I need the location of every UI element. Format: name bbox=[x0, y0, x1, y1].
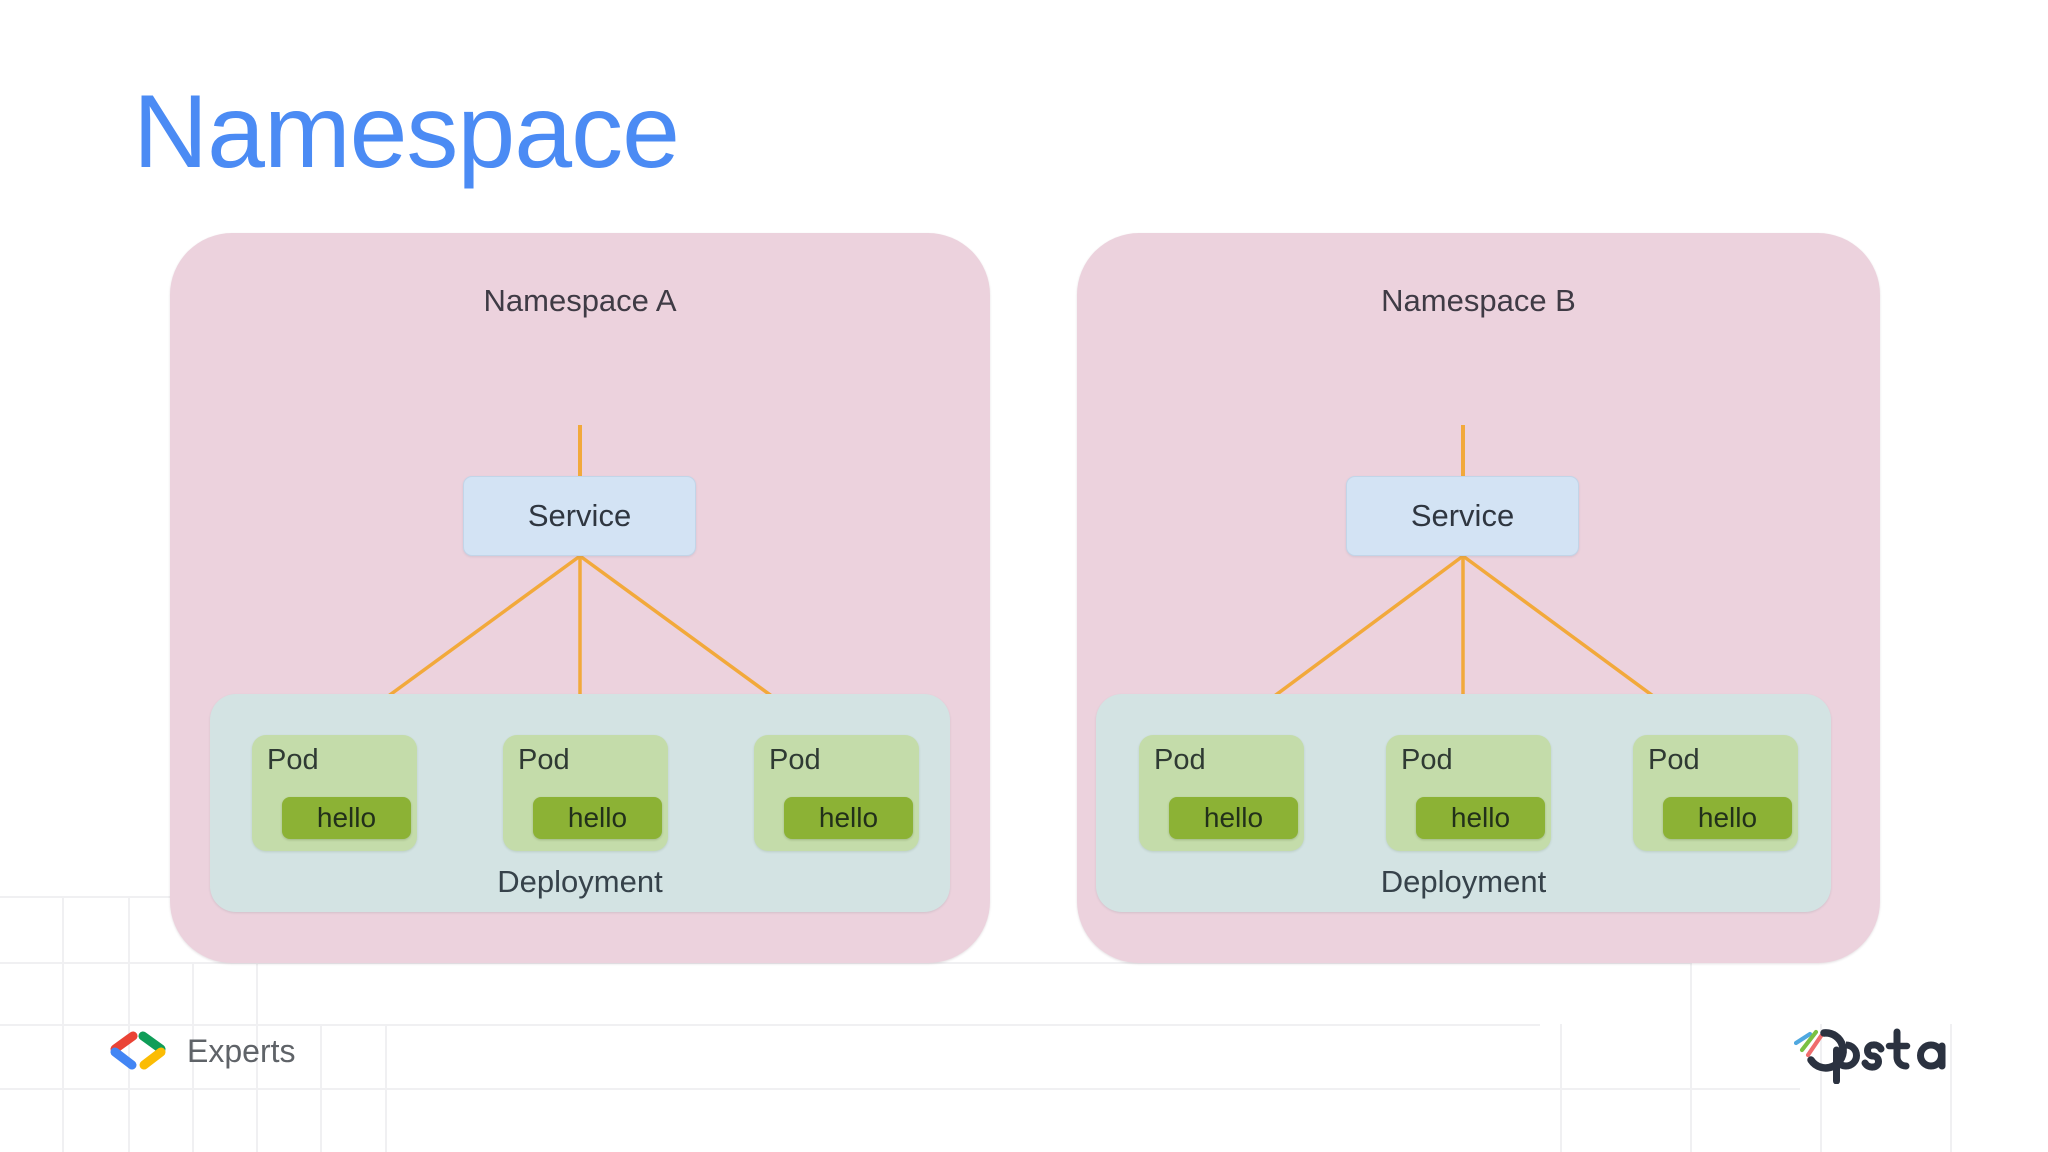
service-box-a[interactable]: Service bbox=[463, 476, 696, 556]
pod-box[interactable]: Pod hello bbox=[1633, 735, 1798, 851]
experts-label: Experts bbox=[187, 1032, 296, 1069]
pod-box[interactable]: Pod hello bbox=[1139, 735, 1304, 851]
opsta-logo bbox=[1794, 1024, 1976, 1084]
pod-container-label: hello bbox=[567, 802, 628, 833]
page-title: Namespace bbox=[133, 74, 680, 190]
pod-container-label: hello bbox=[316, 802, 377, 833]
pod-box[interactable]: Pod hello bbox=[503, 735, 668, 851]
pod-container-badge[interactable]: hello bbox=[1416, 797, 1545, 839]
pod-container-badge[interactable]: hello bbox=[1169, 797, 1298, 839]
pod-label: Pod bbox=[1648, 744, 1700, 776]
namespace-b-label: Namespace B bbox=[1381, 283, 1576, 318]
google-developers-experts-chevrons-icon bbox=[110, 1031, 166, 1070]
pod-label: Pod bbox=[1154, 744, 1206, 776]
pod-container-badge[interactable]: hello bbox=[282, 797, 411, 839]
google-developers-experts-logo: Experts bbox=[105, 1030, 295, 1072]
pod-label: Pod bbox=[1401, 744, 1453, 776]
pod-container-label: hello bbox=[1450, 802, 1511, 833]
service-box-b[interactable]: Service bbox=[1346, 476, 1579, 556]
service-label: Service bbox=[1410, 498, 1515, 533]
pod-label: Pod bbox=[769, 744, 821, 776]
pod-box[interactable]: Pod hello bbox=[754, 735, 919, 851]
pod-container-badge[interactable]: hello bbox=[1663, 797, 1792, 839]
pod-container-badge[interactable]: hello bbox=[533, 797, 662, 839]
opsta-logo-icon bbox=[1794, 1028, 1946, 1084]
pod-container-label: hello bbox=[1697, 802, 1758, 833]
pod-label: Pod bbox=[267, 744, 319, 776]
pod-label: Pod bbox=[518, 744, 570, 776]
pod-container-badge[interactable]: hello bbox=[784, 797, 913, 839]
pod-box[interactable]: Pod hello bbox=[1386, 735, 1551, 851]
service-label: Service bbox=[527, 498, 632, 533]
pod-box[interactable]: Pod hello bbox=[252, 735, 417, 851]
deployment-label: Deployment bbox=[1380, 864, 1547, 899]
namespace-a-label: Namespace A bbox=[483, 283, 677, 318]
deployment-label: Deployment bbox=[497, 864, 663, 899]
pod-container-label: hello bbox=[1203, 802, 1264, 833]
pod-container-label: hello bbox=[818, 802, 879, 833]
